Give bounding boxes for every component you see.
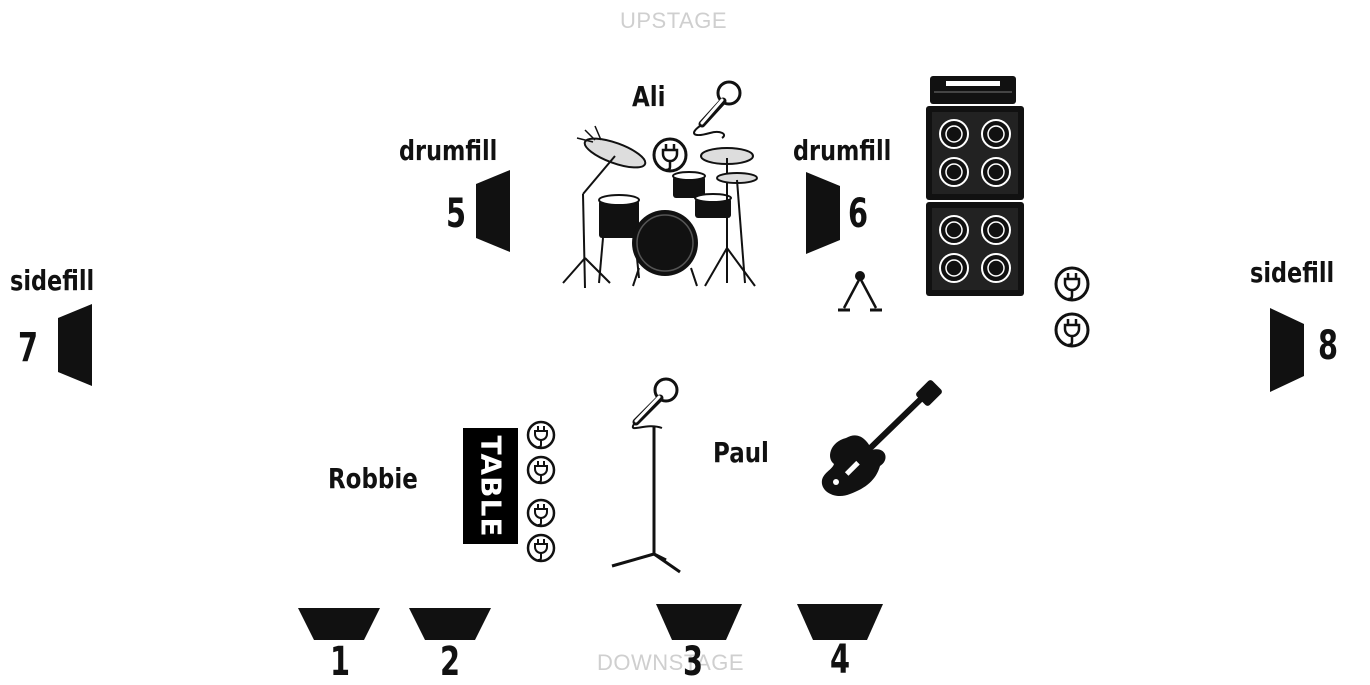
sidefill-8-label: sidefill — [1250, 256, 1335, 289]
bass-guitar-icon — [821, 380, 942, 497]
drum-kit-icon — [562, 125, 758, 289]
performer-robbie-label: Robbie — [328, 462, 418, 495]
drumfill-5-label: drumfill — [399, 134, 498, 167]
microphone-icon — [693, 80, 742, 139]
drumfill-5-speaker — [476, 170, 510, 252]
table-label: TABLE — [474, 435, 507, 537]
sidefill-8-number: 8 — [1318, 323, 1339, 369]
sidefill-7-speaker — [58, 304, 92, 386]
sidefill-7-number: 7 — [18, 325, 39, 371]
mic-stand-icon — [611, 377, 681, 574]
upstage-label: UPSTAGE — [620, 8, 728, 33]
wedge-4-speaker — [797, 604, 883, 640]
sidefill-7-label: sidefill — [10, 264, 95, 297]
wedge-2-number: 2 — [440, 639, 461, 685]
performer-paul-label: Paul — [713, 436, 769, 469]
bass-amp-stack-icon — [926, 76, 1024, 296]
wedge-1-speaker — [298, 608, 380, 640]
guitar-stand-icon — [838, 271, 882, 312]
wedge-1-number: 1 — [330, 639, 351, 685]
drumfill-5-number: 5 — [446, 191, 467, 237]
table-block: TABLE — [463, 428, 518, 544]
drumfill-6-number: 6 — [848, 191, 869, 237]
wedge-2-speaker — [409, 608, 491, 640]
sidefill-8-speaker — [1270, 308, 1304, 392]
wedge-3-number: 3 — [683, 639, 704, 685]
performer-ali-label: Ali — [632, 80, 666, 113]
downstage-label: DOWNSTAGE — [597, 650, 745, 675]
drumfill-6-speaker — [806, 172, 840, 254]
wedge-4-number: 4 — [830, 637, 851, 683]
wedge-3-speaker — [656, 604, 742, 640]
power-outlet-icon — [652, 137, 688, 173]
power-outlet-pair-icon — [1054, 266, 1090, 348]
power-outlet-column-icon — [526, 420, 556, 563]
drumfill-6-label: drumfill — [793, 134, 892, 167]
